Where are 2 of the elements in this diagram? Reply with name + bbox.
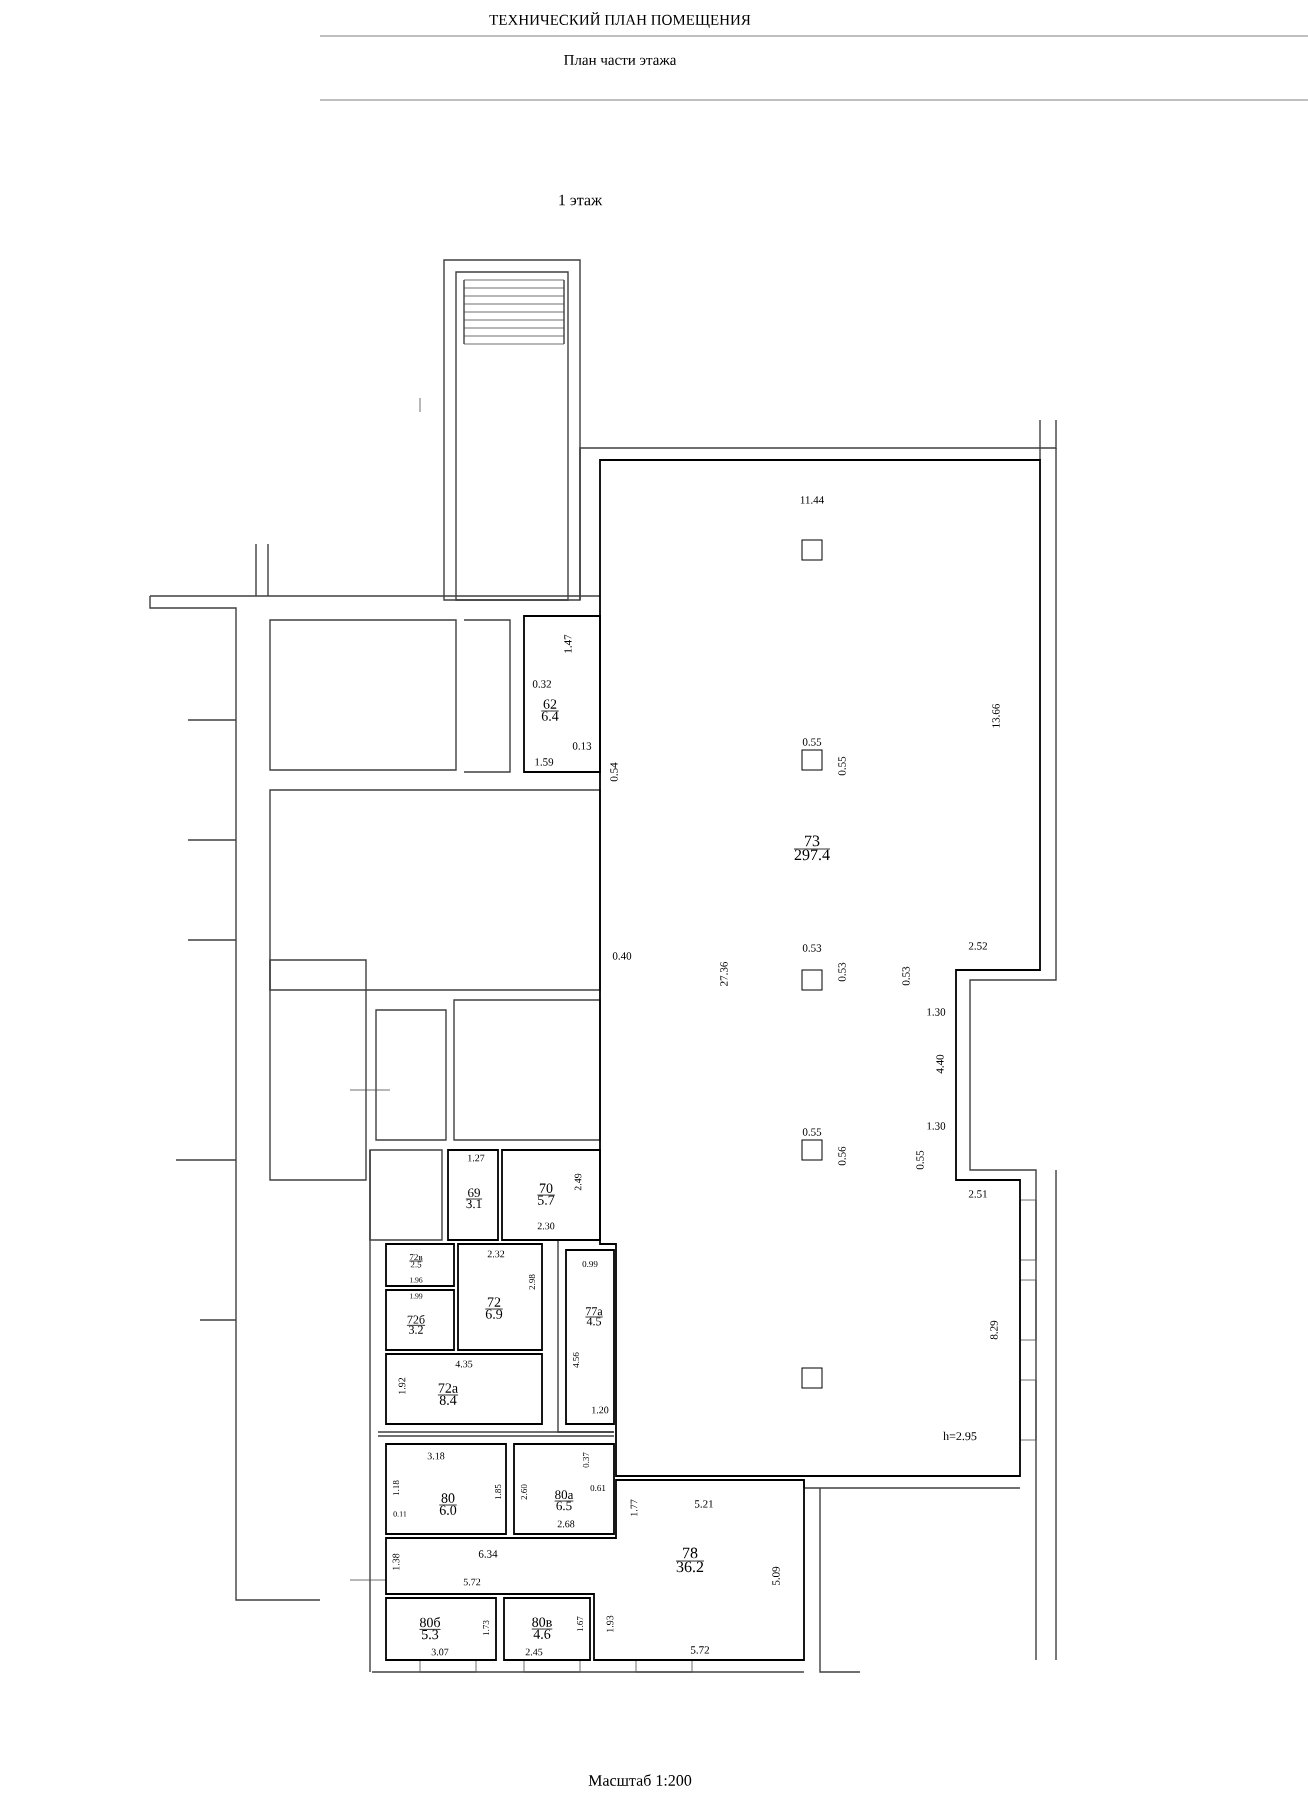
scale-label: Масштаб 1:200 <box>588 1774 692 1786</box>
floor-label: 1 этаж <box>559 194 603 206</box>
